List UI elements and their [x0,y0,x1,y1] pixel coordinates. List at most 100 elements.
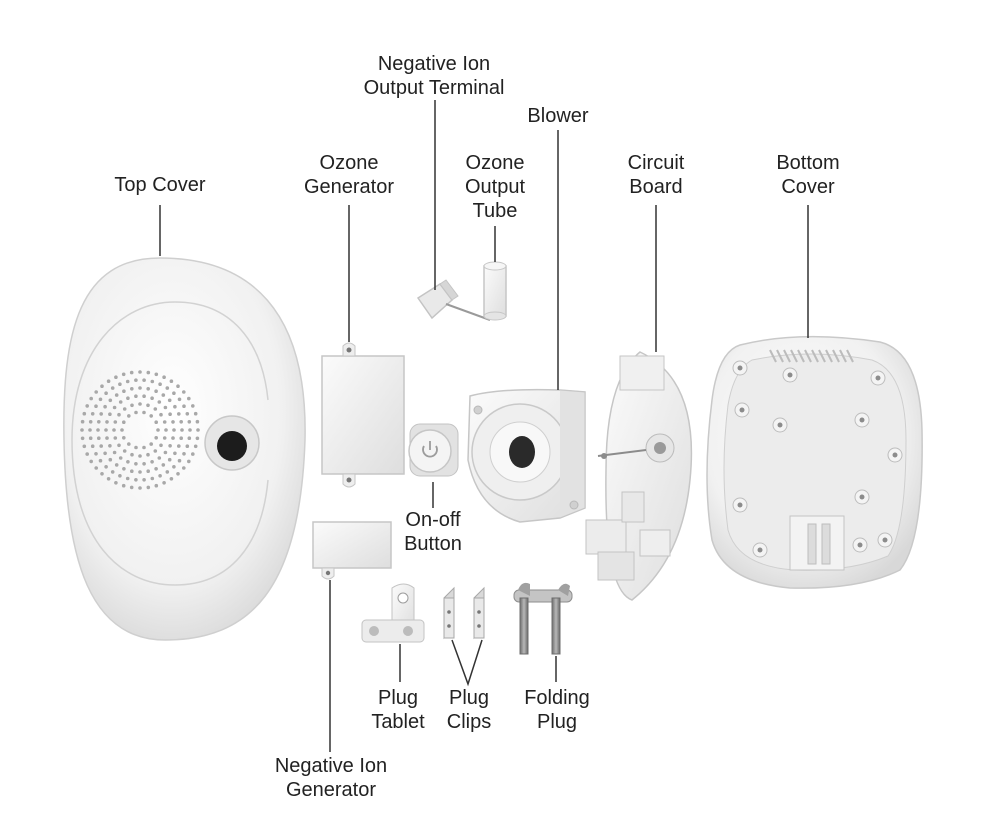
grille-hole [125,476,130,481]
grille-hole [98,397,103,402]
grille-hole [187,420,192,424]
grille-hole [100,472,104,476]
grille-hole [188,428,192,432]
grille-hole [105,436,109,440]
grille-hole [88,428,92,432]
grille-hole [162,481,166,485]
grille-hole [100,384,104,389]
grille-hole [172,465,176,469]
grille-hole [167,457,172,462]
label-circuit-board: Circuit Board [627,152,685,198]
grille-hole [118,382,122,387]
grille-hole [150,379,155,384]
grille-hole [120,428,124,432]
grille-hole [130,403,134,408]
grille-hole [117,412,121,417]
grille-hole [142,445,146,450]
grille-hole [97,436,101,441]
grille-hole [127,414,131,418]
mounting-post-hole [892,452,898,458]
grille-hole [177,397,182,402]
grille-hole [142,410,146,415]
grille-hole [94,390,98,394]
grille-hole [112,405,117,410]
grille-hole [117,443,121,448]
grille-hole [138,470,142,474]
grille-hole [182,390,186,394]
grille-hole [106,379,111,384]
grille-hole [118,400,123,404]
grille-hole [142,394,146,399]
grille-hole [195,436,200,441]
grille-hole [82,411,87,416]
grille-hole [168,444,172,448]
grille-hole [138,486,142,490]
grille-hole [164,428,168,432]
grille-hole [122,449,127,453]
grille-hole [134,445,138,450]
circuit-board-part [585,351,693,601]
grille-hole [167,398,172,403]
grille-hole [122,407,127,411]
grille-hole [85,452,89,456]
grille-hole [154,420,158,425]
grille-hole [156,428,160,432]
ozone-generator-part [321,342,405,488]
grille-hole [122,420,126,425]
label-plug-clips: Plug Clips [446,687,492,733]
grille-hole [114,481,118,485]
grille-hole [80,428,84,432]
grille-hole [171,436,175,440]
grille-hole [129,485,134,490]
vent-slot [825,349,833,363]
grille-hole [193,411,198,416]
grille-hole [172,428,176,432]
grille-hole [165,470,170,474]
grille-hole [104,391,108,396]
vent-slot [818,349,826,363]
grille-hole [187,436,192,441]
negative-ion-generator-part [312,521,392,580]
grille-hole [149,442,153,446]
grille-hole [146,370,151,375]
leader-lines [159,100,809,752]
grille-hole [85,404,89,408]
grille-hole [96,428,100,432]
mounting-post-hole [875,375,881,381]
grille-hole [89,396,93,401]
grille-hole [80,419,85,424]
grille-hole [161,393,166,397]
grille-hole [108,444,112,448]
on-off-button-part [408,423,459,477]
grille-hole [176,384,180,389]
label-ozone-generator: Ozone Generator [303,152,395,198]
grille-hole [146,403,150,408]
vent-slot [804,349,812,363]
vent-slot [790,349,798,363]
grille-hole [138,386,142,390]
grille-hole [163,450,168,455]
vent-slot [769,349,777,363]
grille-hole [80,436,85,441]
mounting-post-hole [739,407,745,413]
vent-slots [769,349,854,363]
mounting-post-hole [787,372,793,378]
grille-hole [130,452,134,457]
grille-hole [118,456,123,460]
grille-hole [138,402,142,406]
grille-hole [157,456,162,460]
grille-hole [138,454,142,458]
grille-hole [142,478,146,482]
grille-hole [121,483,126,488]
grille-hole [179,420,183,424]
grille-hole [177,444,181,448]
grille-hole [99,444,103,448]
grille-hole [168,412,172,417]
grille-hole [185,444,190,449]
label-on-off-button: On-off Button [404,509,462,555]
grille-hole [142,462,146,466]
mounting-post-hole [737,365,743,371]
grille-hole [165,386,170,390]
grille-hole [122,436,126,440]
grille-hole [185,412,190,416]
